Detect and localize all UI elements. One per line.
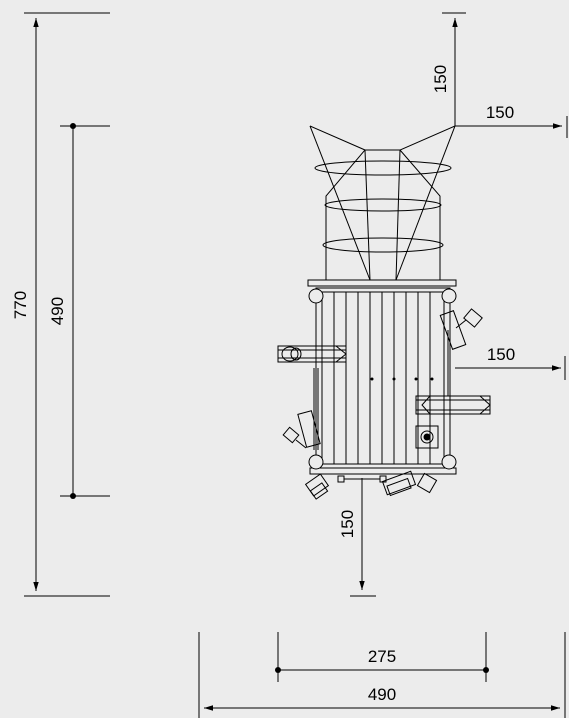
dimension-dot xyxy=(483,667,489,673)
dimension-label-490-horizontal: 490 xyxy=(368,685,396,704)
play-panel xyxy=(415,425,439,449)
dimension-mid-horizontal xyxy=(455,356,566,380)
bottom-accessories xyxy=(304,470,438,500)
dimension-total-height xyxy=(24,12,110,597)
right-climber xyxy=(439,308,483,350)
dimension-inner-height xyxy=(60,125,110,497)
left-climber xyxy=(282,410,321,449)
dimension-label-275: 275 xyxy=(368,647,396,666)
dimension-top-horizontal xyxy=(455,116,568,138)
right-slide xyxy=(415,330,491,415)
dimension-label-770: 770 xyxy=(11,291,30,319)
dimension-dot xyxy=(275,667,281,673)
dimension-label-top-vertical: 150 xyxy=(431,65,450,93)
dimension-width-total xyxy=(198,632,566,718)
climbing-net xyxy=(307,125,457,287)
dimension-label-mid-horizontal: 150 xyxy=(487,345,515,364)
dimension-width-inner xyxy=(277,632,487,682)
dimension-top-vertical xyxy=(442,12,466,126)
dimension-bottom-vertical xyxy=(350,478,376,597)
left-slide xyxy=(277,345,347,450)
dimension-dot xyxy=(70,123,76,129)
dimension-dot xyxy=(70,493,76,499)
dimension-label-top-horizontal: 150 xyxy=(486,103,514,122)
dimension-label-490-vertical: 490 xyxy=(48,297,67,325)
platform xyxy=(308,287,457,475)
dimension-label-bottom-vertical: 150 xyxy=(338,510,357,538)
